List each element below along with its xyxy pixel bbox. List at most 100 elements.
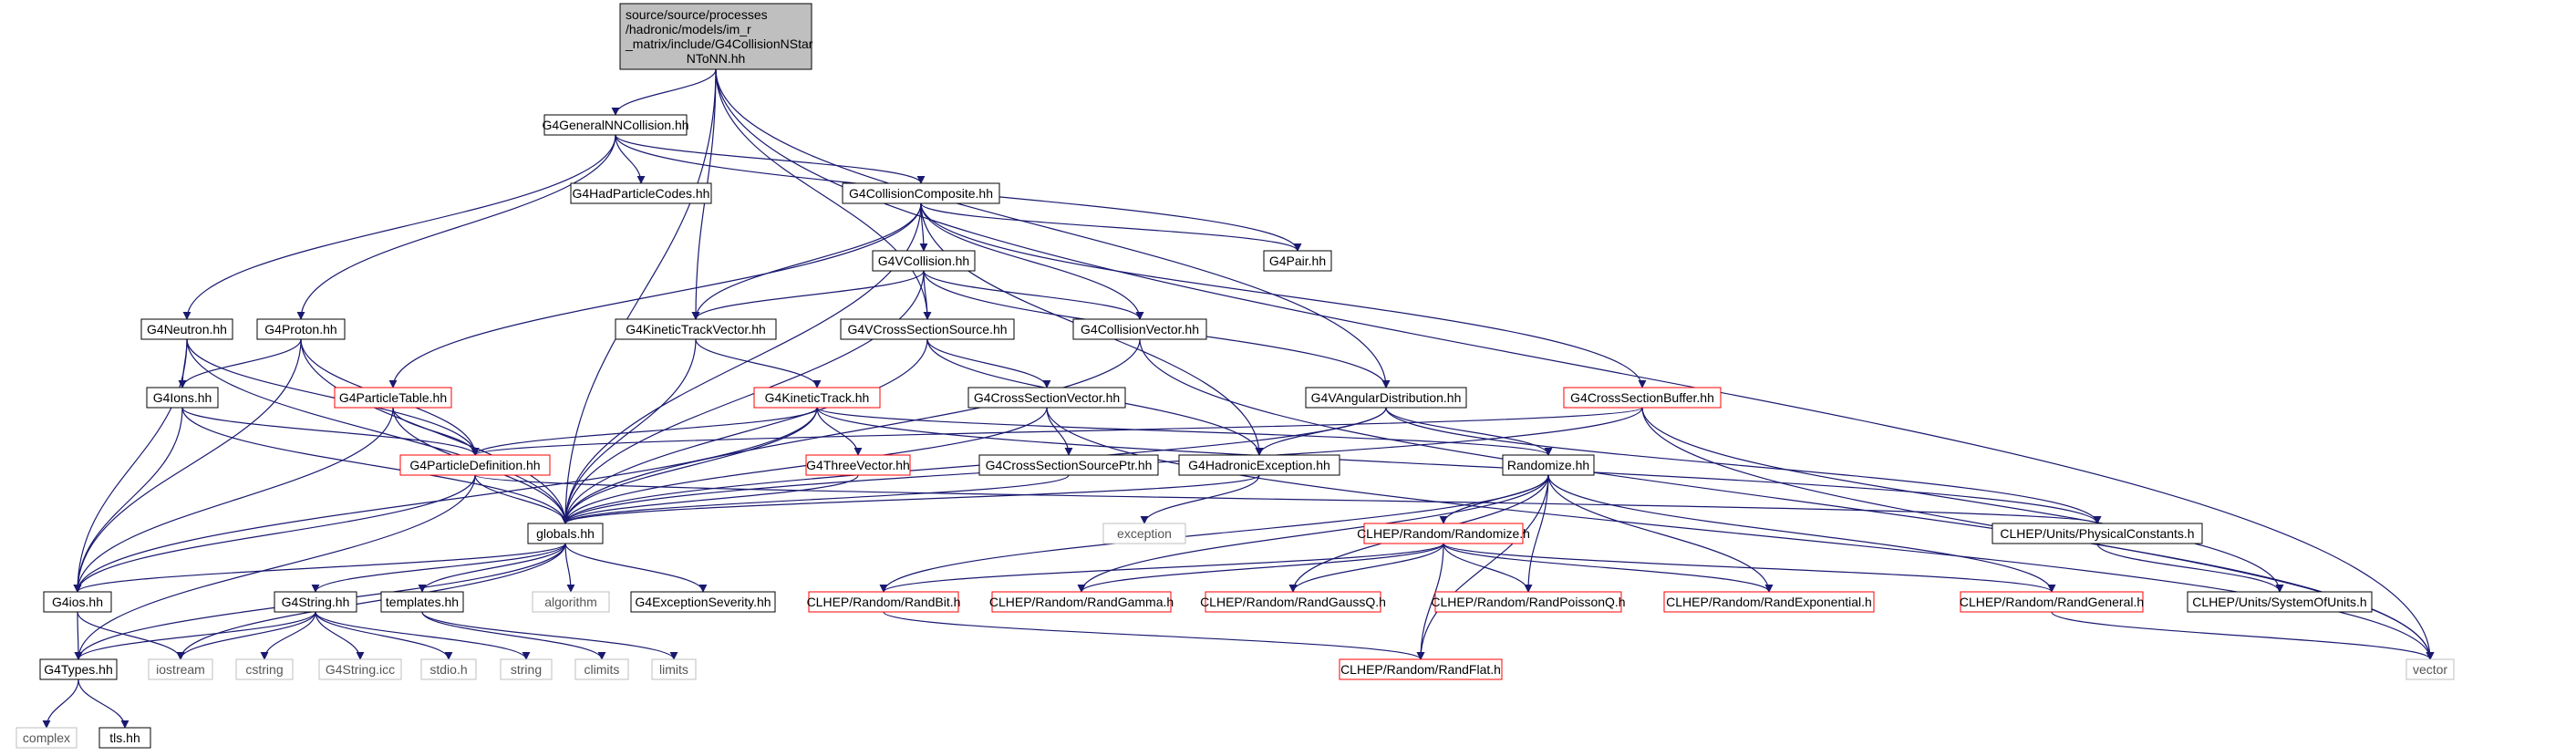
edge-clhep_randomize-to-rand_exponential <box>1443 543 1774 593</box>
root-file-path-line: NToNN.hh <box>687 51 746 66</box>
edge-root-to-general_nn <box>611 68 717 116</box>
file-node-g4ios[interactable]: G4ios.hh <box>43 591 112 613</box>
edge-clhep_randomize-to-rand_poissonq <box>1443 543 1533 593</box>
node-box <box>527 523 604 544</box>
file-node-algorithm: algorithm <box>532 591 610 613</box>
node-box <box>1178 454 1340 476</box>
node-box <box>2405 658 2455 680</box>
edge-root-to-globals <box>561 68 717 524</box>
node-label: G4CollisionVector.hh <box>1081 322 1199 337</box>
node-box <box>43 591 112 613</box>
node-label: iostream <box>156 662 205 677</box>
file-node-particle-def[interactable]: G4ParticleDefinition.hh <box>399 454 551 476</box>
file-node-rand-bit[interactable]: CLHEP/Random/RandBit.h <box>807 591 961 613</box>
file-node-clhep-randomize[interactable]: CLHEP/Random/Randomize.h <box>1357 523 1530 544</box>
node-label: complex <box>23 730 70 745</box>
node-label: G4GeneralNNCollision.hh <box>542 118 688 132</box>
edge-kinetic_track-to-particle_def <box>471 407 818 456</box>
file-node-rand-gamma[interactable]: CLHEP/Random/RandGamma.h <box>989 591 1174 613</box>
node-label: CLHEP/Random/RandPoissonQ.h <box>1431 595 1625 609</box>
node-label: G4KineticTrackVector.hh <box>626 322 766 337</box>
node-label: algorithm <box>544 595 597 609</box>
node-label: stdio.h <box>429 662 467 677</box>
file-node-neutron[interactable]: G4Neutron.hh <box>140 318 233 340</box>
file-node-had-codes[interactable]: G4HadParticleCodes.hh <box>570 182 712 204</box>
file-node-vang-dist[interactable]: G4VAngularDistribution.hh <box>1305 387 1467 409</box>
node-box <box>148 658 213 680</box>
file-node-vcollision[interactable]: G4VCollision.hh <box>872 250 976 272</box>
file-node-coll-vector[interactable]: G4CollisionVector.hh <box>1072 318 1207 340</box>
edge-root-to-vang_dist <box>715 68 1391 388</box>
edge-kin_track_vec-to-globals <box>561 338 697 524</box>
node-box <box>399 454 551 476</box>
file-node-cs-source-ptr[interactable]: G4CrossSectionSourcePtr.hh <box>978 454 1159 476</box>
file-node-rand-exponential[interactable]: CLHEP/Random/RandExponential.h <box>1663 591 1875 613</box>
file-node-vcs-source[interactable]: G4VCrossSectionSource.hh <box>840 318 1015 340</box>
file-node-ions[interactable]: G4Ions.hh <box>146 387 219 409</box>
node-box <box>651 658 697 680</box>
edge-globals-to-exc_severity <box>564 543 708 593</box>
file-node-kin-track-vec[interactable]: G4KineticTrackVector.hh <box>615 318 777 340</box>
edge-particle_def-to-phys_constants <box>474 474 2101 524</box>
node-label: exception <box>1117 526 1172 541</box>
file-node-coll-composite[interactable]: G4CollisionComposite.hh <box>842 182 1000 204</box>
node-box <box>146 387 219 409</box>
edge-g4types-to-tls <box>78 678 129 729</box>
node-label: limits <box>659 662 688 677</box>
edge-proton-to-g4ios <box>73 338 302 593</box>
edge-coll_composite-to-particle_table <box>388 202 922 388</box>
edge-cs_buffer-to-system_of_units <box>1641 407 2284 593</box>
file-node-pair[interactable]: G4Pair.hh <box>1263 250 1332 272</box>
edge-randomize_hh-to-rand_bit <box>879 474 1549 593</box>
file-node-proton[interactable]: G4Proton.hh <box>256 318 346 340</box>
node-box <box>1960 591 2144 613</box>
file-node-exception: exception <box>1102 523 1186 544</box>
file-node-exc-severity[interactable]: G4ExceptionSeverity.hh <box>630 591 776 613</box>
file-node-iostream: iostream <box>148 658 213 680</box>
node-box <box>1663 591 1875 613</box>
edge-clhep_randomize-to-rand_flat <box>1416 543 1444 660</box>
file-node-g4types[interactable]: G4Types.hh <box>39 658 118 680</box>
edge-general_nn-to-neutron <box>182 134 616 320</box>
file-node-randomize-hh[interactable]: Randomize.hh <box>1502 454 1595 476</box>
file-node-rand-flat[interactable]: CLHEP/Random/RandFlat.h <box>1339 658 1503 680</box>
node-box <box>1502 454 1595 476</box>
node-label: G4Proton.hh <box>264 322 336 337</box>
edge-three_vector-to-globals <box>561 474 859 524</box>
file-node-templates[interactable]: templates.hh <box>380 591 464 613</box>
file-node-rand-general[interactable]: CLHEP/Random/RandGeneral.h <box>1960 591 2144 613</box>
node-label: G4Neutron.hh <box>147 322 227 337</box>
file-node-cs-buffer[interactable]: G4CrossSectionBuffer.hh <box>1563 387 1722 409</box>
node-box <box>570 182 712 204</box>
node-box <box>1339 658 1503 680</box>
node-box <box>39 658 118 680</box>
file-node-globals[interactable]: globals.hh <box>527 523 604 544</box>
edge-g4string-to-string <box>315 611 531 660</box>
file-node-phys-constants[interactable]: CLHEP/Units/PhysicalConstants.h <box>1991 523 2203 544</box>
file-node-particle-table[interactable]: G4ParticleTable.hh <box>334 387 452 409</box>
edge-root-to-vector <box>715 68 2435 660</box>
edge-clhep_randomize-to-rand_general <box>1443 543 2056 593</box>
file-node-system-of-units[interactable]: CLHEP/Units/SystemOfUnits.h <box>2187 591 2373 613</box>
file-node-cs-vector[interactable]: G4CrossSectionVector.hh <box>967 387 1126 409</box>
node-label: G4HadParticleCodes.hh <box>573 186 710 201</box>
node-label: tls.hh <box>109 730 140 745</box>
edge-templates-to-limits <box>421 611 678 660</box>
node-box <box>274 591 357 613</box>
node-label: G4Ions.hh <box>153 390 212 405</box>
file-node-kinetic-track[interactable]: G4KineticTrack.hh <box>753 387 881 409</box>
file-node-g4string[interactable]: G4String.hh <box>274 591 357 613</box>
node-label: CLHEP/Random/RandExponential.h <box>1666 595 1872 609</box>
file-node-tls[interactable]: tls.hh <box>98 727 151 749</box>
edge-had_exception-to-exception <box>1140 474 1260 524</box>
edge-kinetic_track-to-g4ios <box>73 407 818 593</box>
edge-clhep_randomize-to-rand_gamma <box>1077 543 1444 593</box>
file-node-rand-poissonq[interactable]: CLHEP/Random/RandPoissonQ.h <box>1431 591 1626 613</box>
node-box <box>615 318 777 340</box>
file-node-rand-gaussq[interactable]: CLHEP/Random/RandGaussQ.h <box>1200 591 1386 613</box>
edge-vang_dist-to-globals <box>561 407 1387 524</box>
file-node-three-vector[interactable]: G4ThreeVector.hh <box>805 454 911 476</box>
edge-rand_general-to-vector <box>2051 611 2435 660</box>
file-node-had-exception[interactable]: G4HadronicException.hh <box>1178 454 1340 476</box>
file-node-general-nn[interactable]: G4GeneralNNCollision.hh <box>542 114 689 136</box>
